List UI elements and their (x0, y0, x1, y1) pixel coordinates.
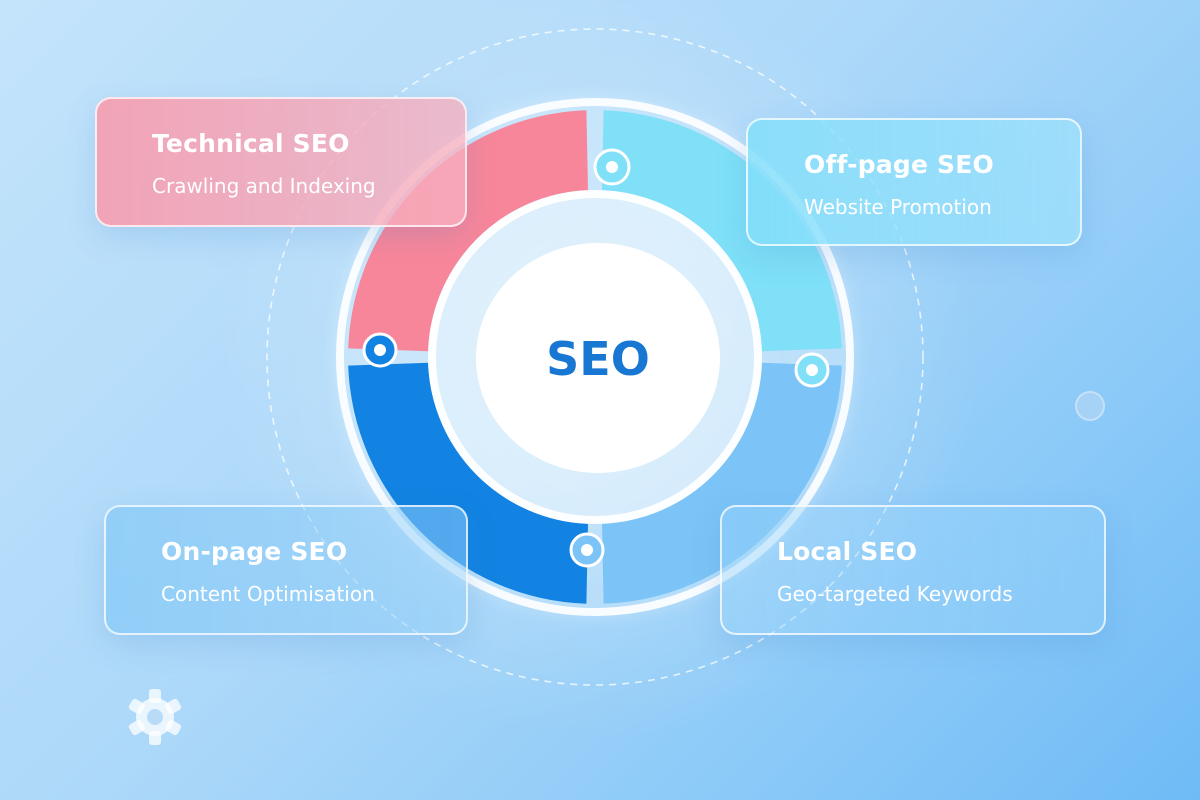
card-subtitle: Content Optimisation (161, 582, 375, 606)
ring-outer-frame (336, 98, 854, 616)
card-offpage-seo: Off-page SEO Website Promotion (746, 118, 1082, 246)
circle-decoration (1075, 391, 1105, 421)
knob-left (362, 332, 398, 368)
segment-onpage (348, 362, 588, 604)
center-label: SEO (546, 332, 650, 386)
card-title: Local SEO (777, 537, 918, 566)
gear-icon (128, 689, 182, 745)
card-title: Technical SEO (152, 129, 350, 158)
outer-dashed-ring (266, 28, 924, 686)
card-subtitle: Crawling and Indexing (152, 174, 376, 198)
card-title: Off-page SEO (804, 150, 994, 179)
knob-bottom (569, 532, 605, 568)
card-technical-seo: Technical SEO Crawling and Indexing (95, 97, 467, 227)
card-onpage-seo: On-page SEO Content Optimisation (104, 505, 468, 635)
knob-right (794, 352, 830, 388)
card-title: On-page SEO (161, 537, 348, 566)
segment-local (602, 362, 842, 604)
card-subtitle: Website Promotion (804, 195, 992, 219)
segment-technical (348, 110, 588, 352)
card-local-seo: Local SEO Geo-targeted Keywords (720, 505, 1106, 635)
card-subtitle: Geo-targeted Keywords (777, 582, 1013, 606)
segment-offpage (602, 110, 842, 352)
center-disc (476, 243, 720, 473)
knob-top (593, 148, 631, 186)
